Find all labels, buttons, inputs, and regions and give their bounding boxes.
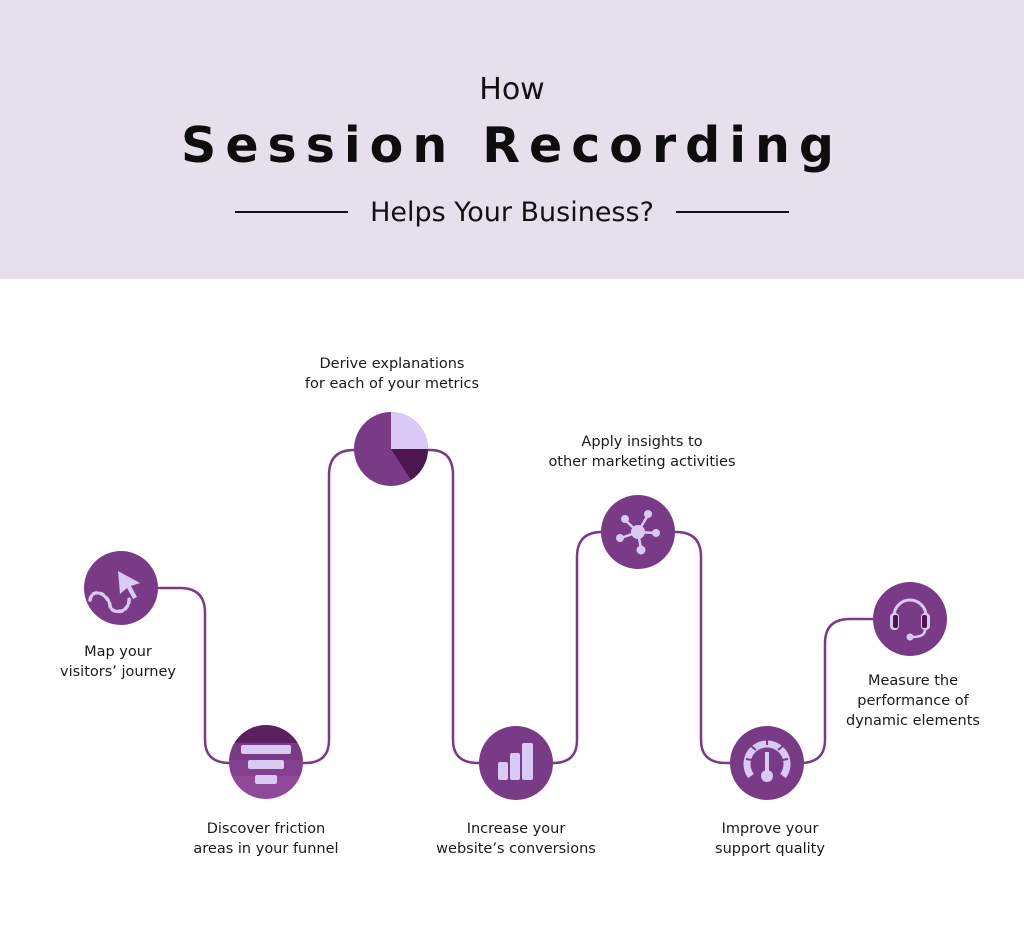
page-subtitle: Helps Your Business? <box>370 196 654 228</box>
step-7-line-2: performance of <box>857 693 969 709</box>
step-4-line-1: Increase your <box>466 821 566 837</box>
step-2-line-1: Discover friction <box>206 821 326 837</box>
step-1-line-1: Map your <box>84 644 152 660</box>
step-7-line-1: Measure the <box>867 673 959 689</box>
step-6-label: Improve your support quality <box>690 819 850 859</box>
step-4-node[interactable] <box>479 726 553 800</box>
gauge-icon <box>743 740 791 782</box>
network-icon <box>616 510 660 555</box>
page-title: Session Recording <box>181 117 843 174</box>
step-6-line-2: support quality <box>715 841 825 857</box>
step-3-node[interactable] <box>354 412 428 486</box>
header-how: How <box>479 72 545 107</box>
step-6-line-1: Improve your <box>721 821 819 837</box>
step-3-label: Derive explanations for each of your met… <box>296 354 488 394</box>
header-banner: How Session Recording Helps Your Busines… <box>0 0 1024 279</box>
step-7-line-3: dynamic elements <box>846 713 980 729</box>
step-1-node[interactable] <box>84 551 158 625</box>
step-1-label: Map your visitors’ journey <box>48 642 188 682</box>
step-1-line-2: visitors’ journey <box>60 664 176 680</box>
step-5-line-2: other marketing activities <box>548 454 736 470</box>
divider-right <box>675 211 789 213</box>
pie-chart-icon <box>391 412 428 480</box>
divider-left <box>235 211 349 213</box>
step-2-line-2: areas in your funnel <box>193 841 339 857</box>
step-7-node[interactable] <box>873 582 947 656</box>
subtitle-row: Helps Your Business? <box>0 192 1024 232</box>
step-2-node[interactable] <box>229 725 303 800</box>
step-4-line-2: website’s conversions <box>436 841 596 857</box>
step-5-node[interactable] <box>601 495 675 569</box>
funnel-icon <box>241 745 291 784</box>
headset-icon <box>890 598 930 641</box>
step-7-label: Measure the performance of dynamic eleme… <box>840 671 986 731</box>
bar-chart-icon <box>498 743 533 780</box>
cursor-path-icon <box>88 571 140 614</box>
journey-path <box>121 448 910 765</box>
step-3-line-1: Derive explanations <box>319 356 465 372</box>
step-4-label: Increase your website’s conversions <box>426 819 606 859</box>
step-5-label: Apply insights to other marketing activi… <box>540 432 744 472</box>
step-5-line-1: Apply insights to <box>581 434 703 450</box>
step-3-line-2: for each of your metrics <box>304 376 480 392</box>
step-2-label: Discover friction areas in your funnel <box>176 819 356 859</box>
step-6-node[interactable] <box>730 726 804 800</box>
